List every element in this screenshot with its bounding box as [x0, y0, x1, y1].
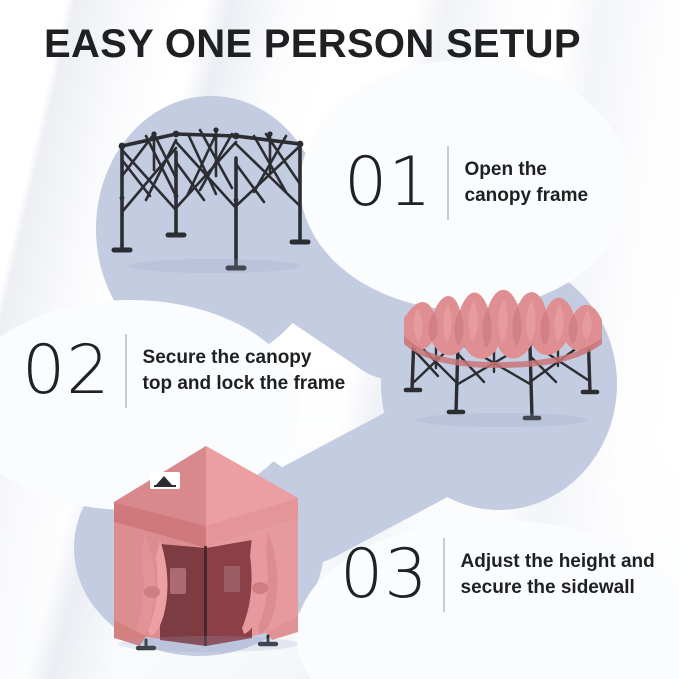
blob-cutout-top-right — [300, 60, 630, 310]
step-03-number: 03 — [340, 535, 429, 614]
step-02: 02 Secure the canopy top and lock the fr… — [22, 334, 345, 408]
illustration-canopy-assembled — [100, 440, 315, 652]
step-01: 01 Open the canopy frame — [344, 146, 588, 220]
brand-label-tag — [150, 472, 180, 489]
step-03-text: Adjust the height and secure the sidewal… — [460, 551, 655, 598]
step-01-divider — [446, 146, 449, 220]
step-03-divider — [442, 538, 445, 612]
step-02-divider — [124, 334, 127, 408]
illustration-canopy-top-draped — [398, 272, 608, 432]
step-03: 03 Adjust the height and secure the side… — [340, 538, 655, 612]
step-02-text: Secure the canopy top and lock the frame — [142, 347, 346, 394]
step-01-text: Open the canopy frame — [464, 159, 589, 206]
step-01-number: 01 — [344, 143, 433, 222]
page-title: EASY ONE PERSON SETUP — [44, 22, 581, 66]
step-02-number: 02 — [22, 331, 111, 410]
illustration-canopy-frame-open — [104, 100, 324, 275]
